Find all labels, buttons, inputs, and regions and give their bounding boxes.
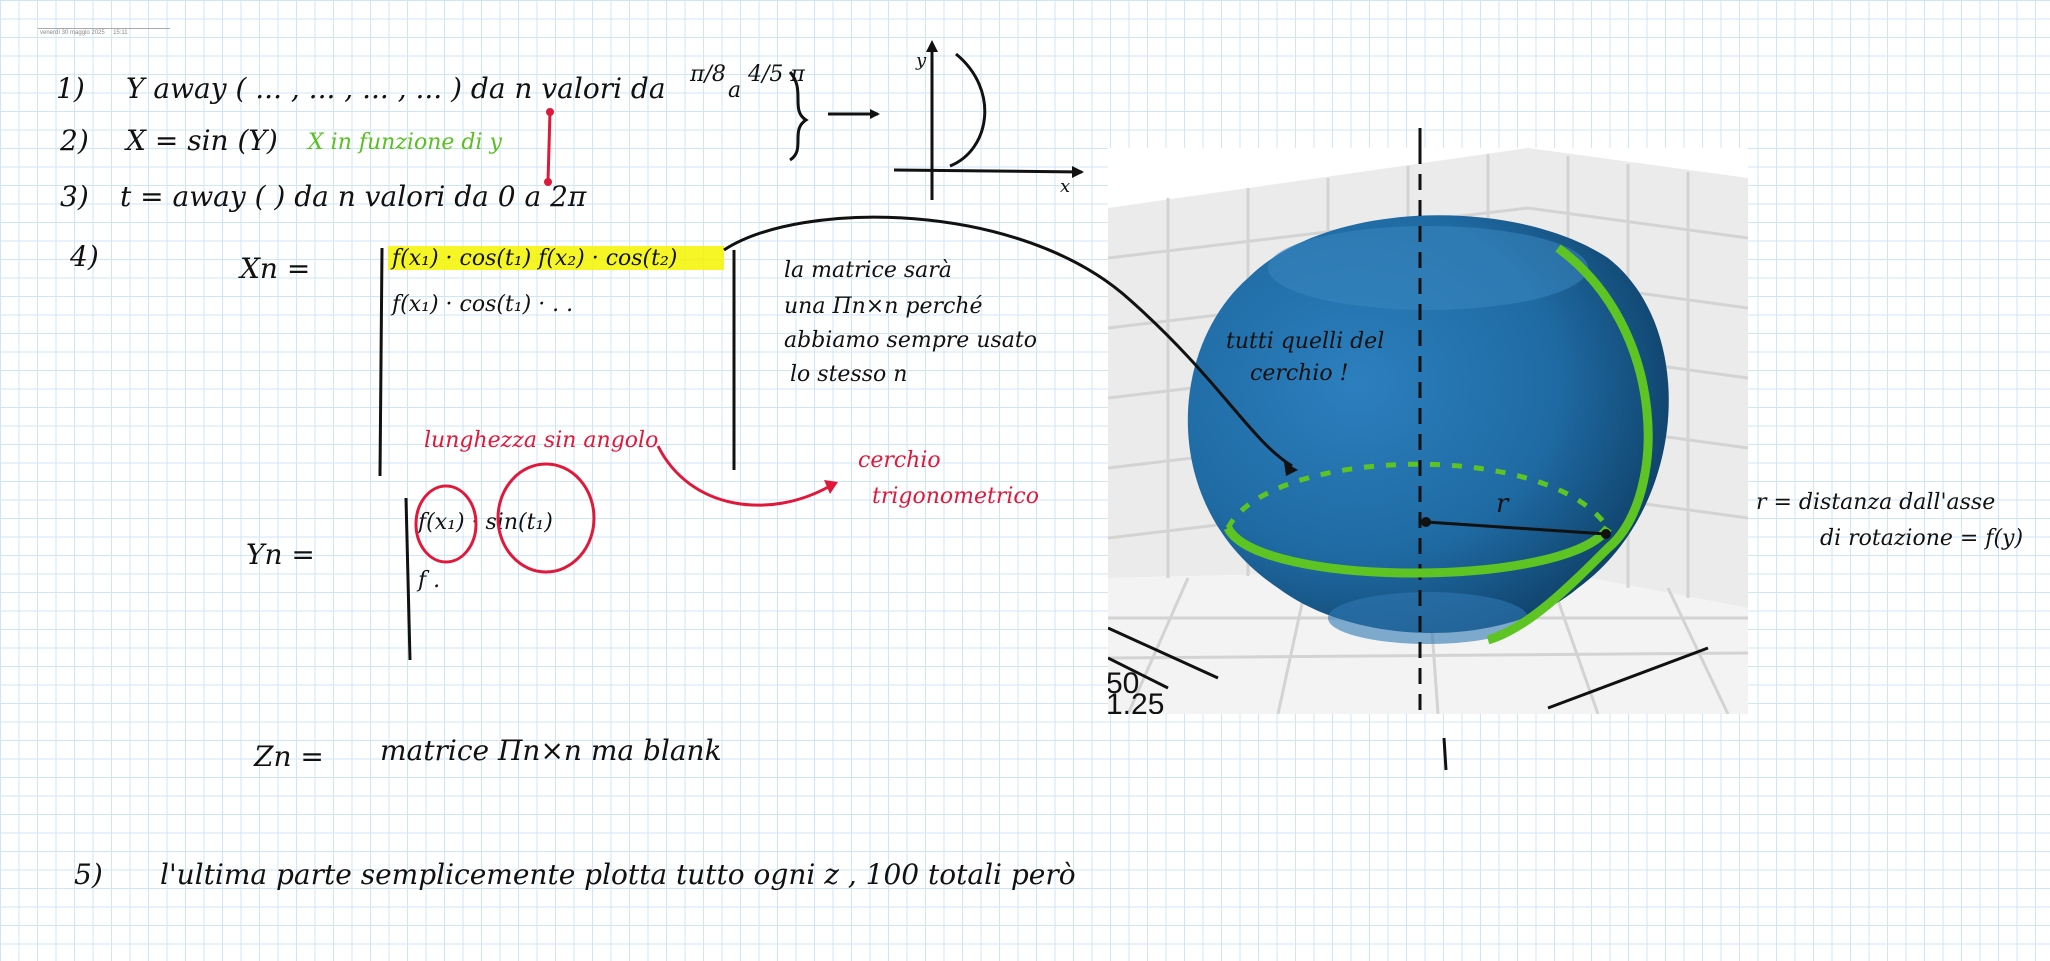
zn-label: Zn = — [254, 740, 324, 773]
radius-note-line1: r = distanza dall'asse — [1756, 490, 1996, 515]
header-rule — [38, 28, 170, 29]
surface-bottom-cap — [1328, 592, 1528, 644]
yn-row2: f . — [418, 568, 441, 593]
xn-row1: f(x₁) · cos(t₁) f(x₂) · cos(t₂) — [392, 246, 678, 271]
profile-curve — [1486, 244, 1653, 645]
sketch-curve — [949, 52, 987, 168]
xn-row2: f(x₁) · cos(t₁) · . . — [392, 292, 574, 317]
red-arrow — [656, 445, 831, 507]
note-date: venerdì 30 maggio 2025 — [40, 30, 105, 36]
matrix-note-line2: una Πn×n perché — [784, 294, 983, 319]
sketch-y-label: y — [915, 50, 927, 71]
step3-text: t = away ( ) da n valori da 0 a 2π — [120, 180, 587, 213]
sketch-x-axis — [893, 168, 1083, 174]
xn-matrix-left-bar — [378, 247, 384, 477]
red-target-line1: cerchio — [858, 448, 941, 473]
step1-range-a: π/8 — [690, 62, 726, 87]
matrix-note-line3: abbiamo sempre usato — [784, 328, 1037, 353]
surface-of-revolution — [1187, 215, 1669, 633]
red-label: lunghezza sin angolo — [424, 428, 659, 453]
annotation-line1: tutti quelli del — [1226, 329, 1384, 354]
step1-a: a — [728, 78, 742, 103]
step3-number: 3) — [60, 180, 89, 213]
step1-range-b: 4/5 π — [748, 62, 805, 87]
xn-label: Xn = — [240, 252, 311, 285]
circle-front-arc — [1223, 525, 1612, 578]
step2-comment: X in funzione di y — [308, 130, 502, 155]
rotation-surface-plot: 50 1.25 tutti quelli del cerchio ! r — [1108, 148, 1748, 714]
plot-tick-50: 50 — [1108, 667, 1139, 700]
sketch-x-label: x — [1060, 176, 1070, 197]
radius-line — [1425, 520, 1607, 536]
zn-text: matrice Πn×n ma blank — [380, 734, 722, 767]
red-vertical-marker — [546, 111, 552, 183]
yn-row1: f(x₁) · sin(t₁) — [418, 510, 553, 535]
radius-label: r — [1496, 489, 1510, 519]
step5-number: 5) — [74, 858, 103, 891]
yn-label: Yn = — [246, 538, 315, 571]
step1-text: Y away ( ... , ... , ... , ... ) da n va… — [126, 72, 666, 105]
matrix-note-line1: la matrice sarà — [784, 258, 952, 283]
note-time: 15:11 — [113, 30, 128, 36]
radius-note-line2: di rotazione = f(y) — [1820, 526, 2024, 551]
step2-number: 2) — [60, 124, 89, 157]
red-target-line2: trigonometrico — [872, 484, 1039, 509]
step1-number: 1) — [56, 72, 85, 105]
plot-tick-125: 1.25 — [1108, 688, 1164, 714]
yn-matrix-left-bar — [404, 497, 412, 661]
plot-canvas: 50 1.25 tutti quelli del cerchio ! r — [1108, 148, 1748, 714]
circle-point — [1601, 529, 1611, 539]
annotation-line2: cerchio ! — [1250, 361, 1348, 386]
note-timestamp: venerdì 30 maggio 2025 15:11 — [40, 30, 128, 36]
matrix-note-line4: lo stesso n — [790, 362, 908, 387]
step2-text: X = sin (Y) — [126, 124, 278, 157]
axis-point — [1421, 517, 1431, 527]
axis-bottom-extension — [1442, 737, 1448, 771]
plot-axis-ticks — [1108, 626, 1709, 710]
circle-back-arc — [1225, 461, 1611, 530]
step5-text: l'ultima parte semplicemente plotta tutt… — [160, 858, 1076, 891]
step4-number: 4) — [70, 240, 99, 273]
yellow-highlight — [388, 246, 724, 270]
surface-top-cap — [1268, 226, 1588, 310]
